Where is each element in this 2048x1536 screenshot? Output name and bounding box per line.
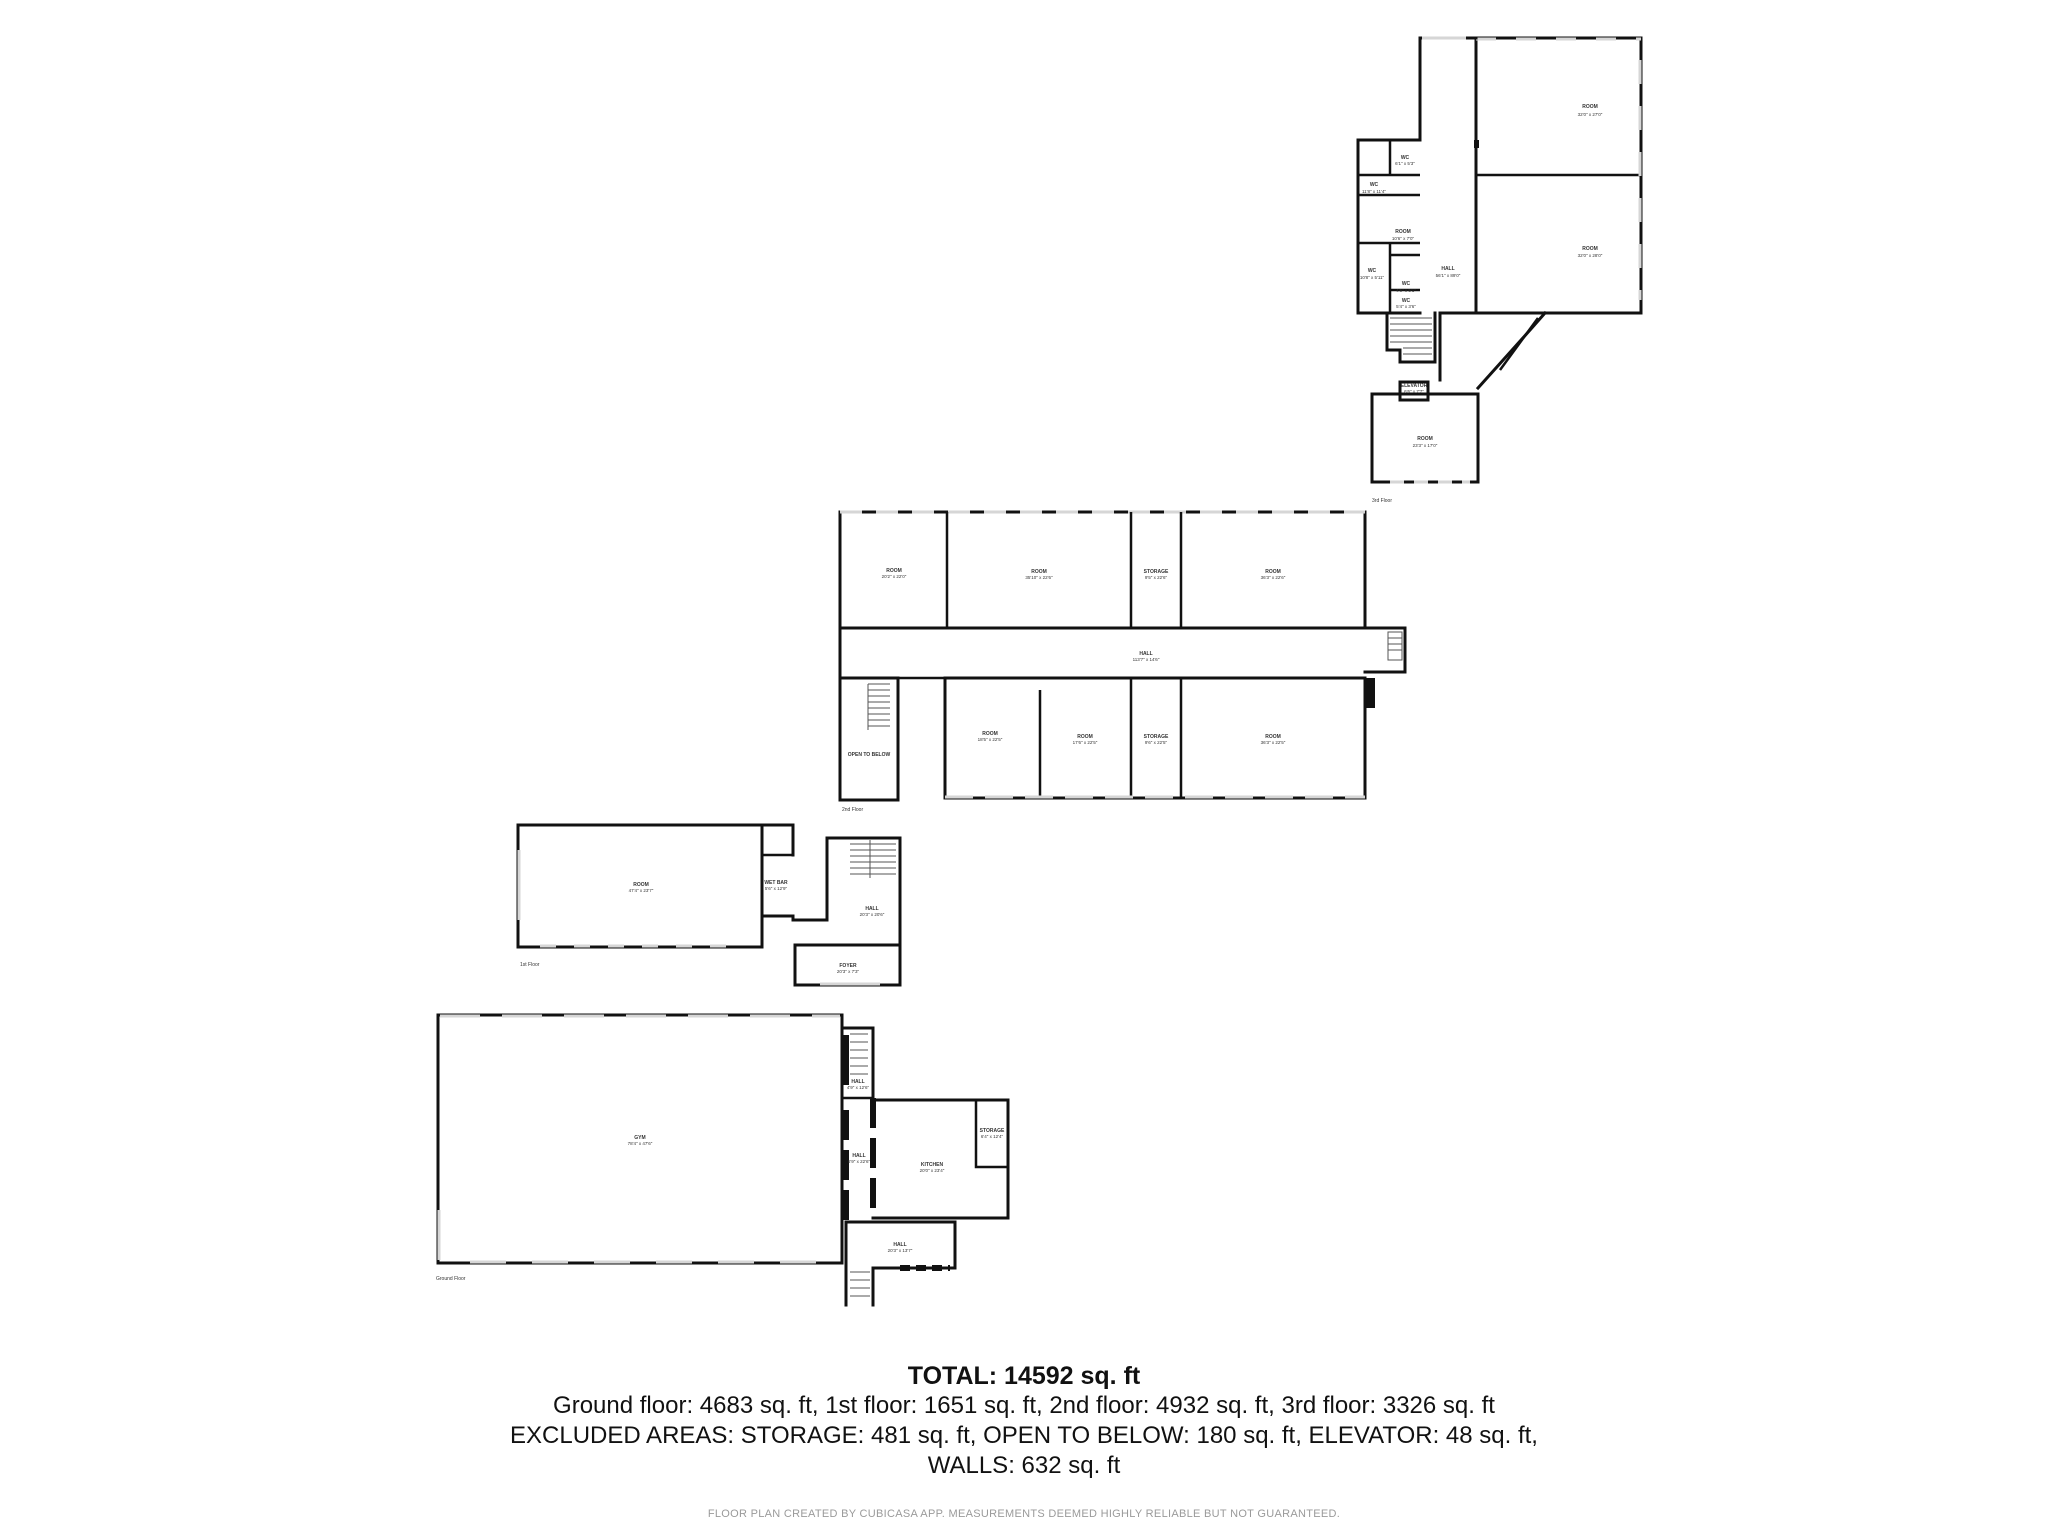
room-dims: 4'6" x 5'1" <box>1396 288 1416 293</box>
room-dims: 36'3" x 22'5" <box>1261 740 1286 745</box>
room-dims: 4'9" x 12'6" <box>847 1085 870 1090</box>
room-label: OPEN TO BELOW <box>848 752 891 758</box>
room-label: ELEVATOR <box>1401 383 1428 389</box>
third-floor-plan <box>1356 36 1643 484</box>
room-label: WC <box>1370 182 1379 188</box>
room-dims: 10'8" x 5'11" <box>1360 275 1385 280</box>
room-label: HALL <box>1139 651 1152 657</box>
first-floor-plan <box>516 823 902 987</box>
room-dims: 20'3" x 7'3" <box>837 969 860 974</box>
room-dims: 9'5" x 22'6" <box>1145 575 1168 580</box>
room-dims: 32'0" x 27'0" <box>1578 112 1603 117</box>
ground-floor-labels: GYM 78'4" x 47'6" HALL 4'9" x 12'6" HALL… <box>436 1079 1005 1282</box>
room-dims: 11'8" x 11'4" <box>1362 189 1386 194</box>
ground-floor-plan <box>436 1013 1010 1307</box>
room-dims: 10'6" x 7'0" <box>1392 236 1415 241</box>
room-dims: 20'3" x 20'6" <box>860 912 885 917</box>
second-floor-labels: ROOM 20'2" x 22'0" ROOM 35'10" x 22'6" S… <box>842 568 1286 813</box>
walls-area-line: WALLS: 632 sq. ft <box>927 1452 1121 1479</box>
room-label: WC <box>1368 268 1377 274</box>
room-label: ROOM <box>1582 246 1598 252</box>
first-floor-labels: ROOM 47'4" x 23'7" WET BAR 5'6" x 12'9" … <box>520 880 885 974</box>
room-label: ROOM <box>1395 229 1411 235</box>
room-label: ROOM <box>1582 104 1598 110</box>
disclaimer-text: FLOOR PLAN CREATED BY CUBICASA APP. MEAS… <box>707 1508 1341 1520</box>
room-label: ROOM <box>1031 569 1047 575</box>
room-label: ROOM <box>1265 734 1281 740</box>
room-label: HALL <box>865 906 878 912</box>
floor-label: Ground Floor <box>436 1276 466 1282</box>
room-dims: 78'4" x 47'6" <box>628 1141 653 1146</box>
room-label: GYM <box>634 1135 645 1141</box>
floor-label: 1st Floor <box>520 962 540 968</box>
total-area: TOTAL: 14592 sq. ft <box>907 1362 1141 1390</box>
room-dims: 5'4" x 3'6" <box>1396 304 1416 309</box>
floors-area-line: Ground floor: 4683 sq. ft, 1st floor: 16… <box>553 1392 1495 1419</box>
room-dims: 9'6" x 22'5" <box>1145 740 1168 745</box>
room-label: HALL <box>852 1153 865 1159</box>
room-label: STORAGE <box>1144 734 1169 740</box>
excluded-areas-line: EXCLUDED AREAS: STORAGE: 481 sq. ft, OPE… <box>510 1422 1538 1449</box>
room-label: ROOM <box>1265 569 1281 575</box>
room-dims: 113'7" x 14'6" <box>1133 657 1160 662</box>
area-summary: TOTAL: 14592 sq. ft Ground floor: 4683 s… <box>0 1361 2048 1481</box>
room-dims: 35'10" x 22'6" <box>1025 575 1053 580</box>
room-dims: 47'4" x 23'7" <box>629 888 654 893</box>
floor-label: 2nd Floor <box>842 807 863 813</box>
room-dims: 36'3" x 22'6" <box>1261 575 1286 580</box>
room-dims: 20'2" x 22'0" <box>882 574 907 579</box>
room-label: ROOM <box>886 568 902 574</box>
room-dims: 6'6" x 7'7" <box>1404 389 1424 394</box>
room-label: ROOM <box>1417 436 1433 442</box>
room-dims: 56'1" x 89'0" <box>1436 273 1461 278</box>
room-dims: 20'3" x 13'7" <box>888 1248 913 1253</box>
room-label: HALL <box>1441 266 1454 272</box>
room-label: KITCHEN <box>921 1162 944 1168</box>
third-floor-labels: ROOM 32'0" x 27'0" ROOM 32'0" x 28'0" WC… <box>1360 104 1603 504</box>
room-label: WET BAR <box>764 880 788 886</box>
room-label: STORAGE <box>1144 569 1169 575</box>
room-label: STORAGE <box>980 1128 1005 1134</box>
room-dims: 32'0" x 28'0" <box>1578 253 1603 258</box>
room-label: WC <box>1401 155 1410 161</box>
room-label: ROOM <box>633 882 649 888</box>
floor-label: 3rd Floor <box>1372 498 1392 504</box>
room-label: WC <box>1402 298 1411 304</box>
room-dims: 6'4" x 12'4" <box>981 1134 1004 1139</box>
room-dims: 18'5" x 22'5" <box>978 737 1003 742</box>
room-label: ROOM <box>1077 734 1093 740</box>
room-dims: 6'9" x 22'6" <box>848 1159 871 1164</box>
room-dims: 23'3" x 17'0" <box>1413 443 1438 448</box>
room-label: HALL <box>851 1079 864 1085</box>
room-dims: 20'0" x 23'4" <box>920 1168 945 1173</box>
room-label: HALL <box>893 1242 906 1248</box>
room-label: WC <box>1402 281 1411 287</box>
room-dims: 5'6" x 12'9" <box>765 886 788 891</box>
room-label: FOYER <box>839 963 857 969</box>
room-dims: 17'6" x 22'5" <box>1073 740 1098 745</box>
second-floor-plan <box>838 510 1407 802</box>
room-label: ROOM <box>982 731 998 737</box>
room-dims: 6'1" x 5'3" <box>1395 161 1415 166</box>
